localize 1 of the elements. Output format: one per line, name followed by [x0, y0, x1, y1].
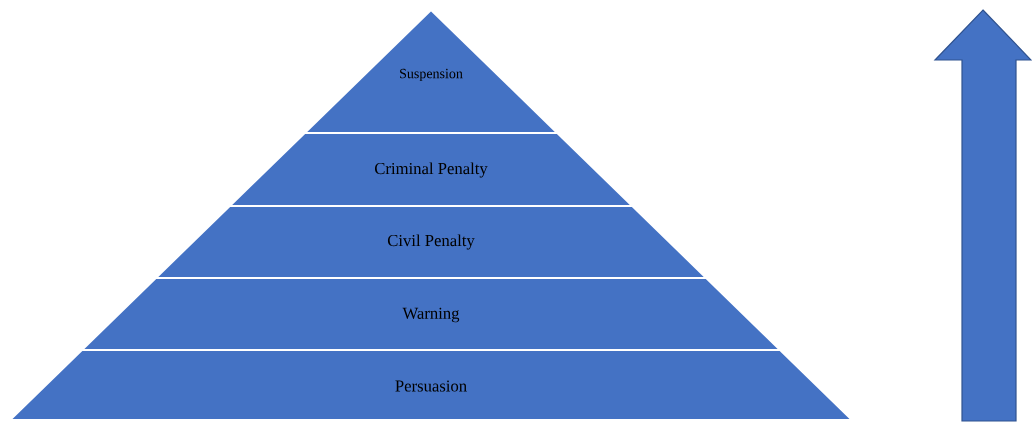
node-label: Persuasion: [395, 380, 467, 392]
